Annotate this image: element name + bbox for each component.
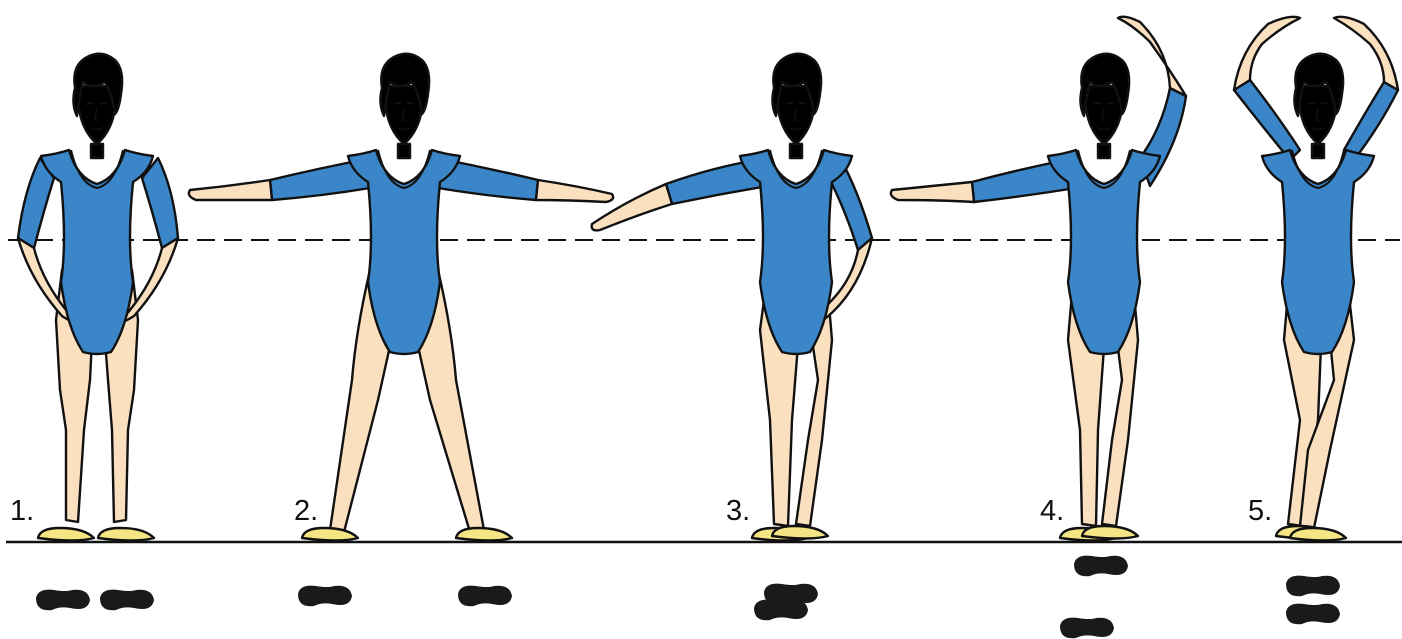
figure-position-3	[592, 54, 872, 541]
position-label-2: 2.	[294, 495, 318, 527]
footprints-position-5	[1286, 576, 1340, 625]
figure-position-2	[189, 54, 613, 541]
footprints-position-3	[754, 584, 818, 621]
position-label-5: 5.	[1248, 495, 1272, 527]
position-label-1: 1.	[10, 495, 34, 527]
figure-position-4	[891, 17, 1186, 541]
figure-position-1	[18, 54, 178, 541]
footprints-position-2	[298, 586, 512, 607]
position-label-3: 3.	[726, 495, 750, 527]
footprints-position-1	[36, 590, 154, 611]
position-label-4: 4.	[1040, 495, 1064, 527]
footprints-position-4	[1060, 556, 1128, 639]
figure-position-5	[1234, 17, 1398, 541]
